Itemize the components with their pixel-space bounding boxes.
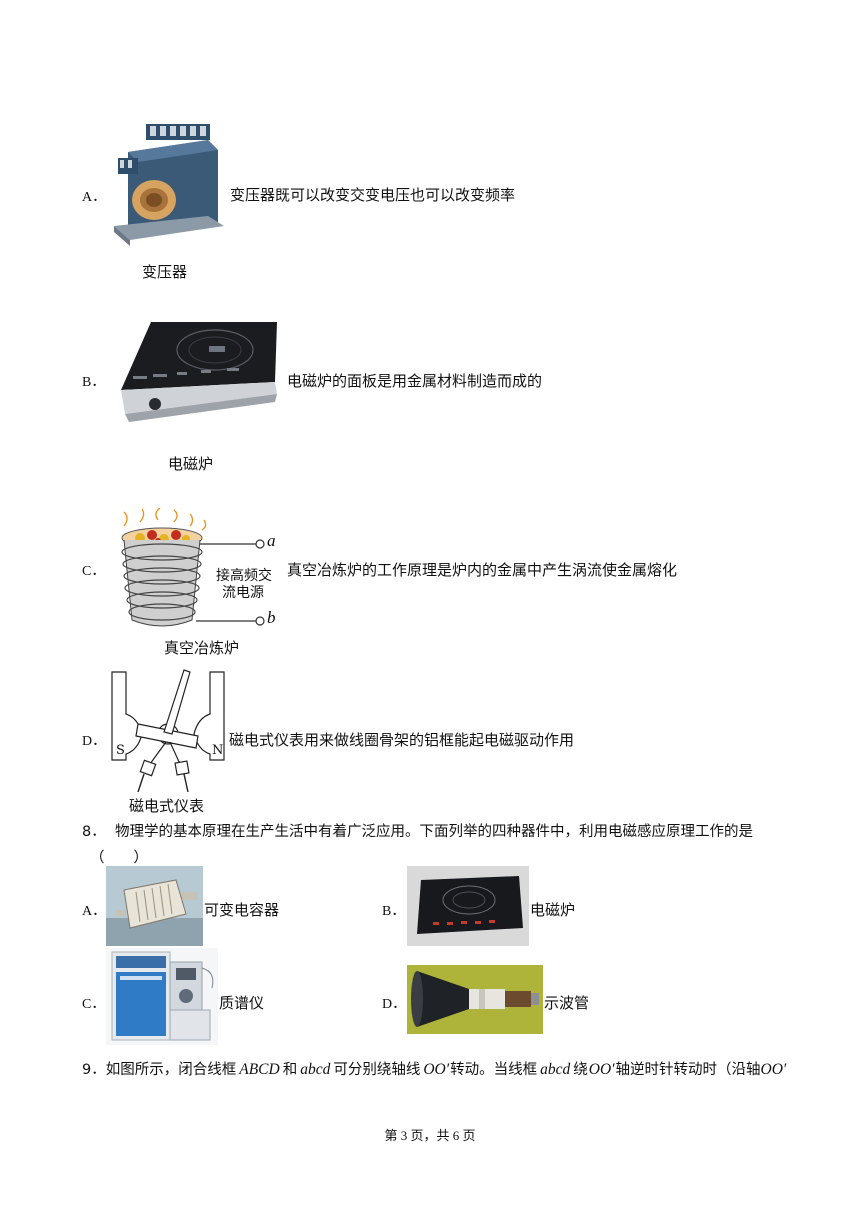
power-source-label-line2: 流电源: [222, 585, 264, 601]
option-a-statement: 变压器既可以改变交变电压也可以改变频率: [230, 186, 516, 204]
q8-option-d-letter: D．: [382, 997, 407, 1012]
south-pole-label: S: [116, 743, 125, 758]
axis-OO-3: OO′: [760, 1061, 787, 1078]
terminal-b-label: b: [267, 608, 276, 627]
q9-text-6: 轴逆时针转动时（沿轴: [615, 1062, 761, 1078]
question-8-number: 8．: [82, 824, 106, 840]
induction-cooker-photo: [407, 866, 529, 946]
induction-cooker-icon: [115, 318, 285, 426]
q8-option-c-label: 质谱仪: [219, 994, 265, 1012]
q9-text-5: 绕: [573, 1062, 588, 1078]
variable-capacitor-photo: [106, 866, 203, 946]
axis-OO-2: OO′: [588, 1061, 615, 1078]
option-c-caption: 真空冶炼炉: [164, 639, 240, 657]
q9-text-2: 和: [282, 1062, 298, 1078]
power-source-label-line1: 接高频交: [216, 568, 272, 584]
terminal-a-label: a: [267, 531, 276, 550]
q9-text-3: 可分别绕轴线: [333, 1062, 421, 1078]
question-9-number: 9．: [82, 1062, 106, 1078]
mass-spectrometer-photo: [106, 948, 218, 1045]
option-d-letter: D．: [82, 734, 107, 749]
frame-abcd-2: abcd: [540, 1061, 571, 1078]
q8-option-b-label: 电磁炉: [530, 901, 576, 919]
q9-text-1: 如图所示，闭合线框: [105, 1062, 237, 1078]
option-b-statement: 电磁炉的面板是用金属材料制造而成的: [287, 372, 543, 390]
option-d-statement: 磁电式仪表用来做线圈骨架的铝框能起电磁驱动作用: [229, 731, 575, 749]
q8-option-a-letter: A．: [82, 904, 107, 919]
axis-OO: OO′: [423, 1061, 450, 1078]
q9-text-4: 转动。当线框: [450, 1062, 538, 1078]
q8-option-d-label: 示波管: [544, 994, 590, 1012]
option-c-statement: 真空冶炼炉的工作原理是炉内的金属中产生涡流使金属熔化: [287, 561, 678, 579]
page-footer: 第 3 页，共 6 页: [384, 1128, 476, 1143]
question-8: 8． 物理学的基本原理在生产生活中有着广泛应用。下面列举的四种器件中，利用电磁感…: [82, 820, 753, 841]
option-c-letter: C．: [82, 564, 106, 579]
oscilloscope-tube-photo: [407, 965, 543, 1034]
frame-ABCD: ABCD: [239, 1061, 280, 1078]
q8-option-c-letter: C．: [82, 997, 106, 1012]
frame-abcd: abcd: [300, 1061, 331, 1078]
option-a-letter: A．: [82, 190, 107, 205]
q8-option-a-label: 可变电容器: [204, 901, 280, 919]
vacuum-furnace-icon: [110, 508, 285, 633]
option-a-caption: 变压器: [142, 263, 188, 281]
moving-coil-meter-icon: [108, 668, 228, 794]
north-pole-label: N: [212, 743, 224, 758]
answer-bracket: （ ）: [90, 850, 148, 866]
q8-option-b-letter: B．: [382, 904, 406, 919]
transformer-icon: [108, 122, 228, 250]
option-d-caption: 磁电式仪表: [129, 797, 205, 815]
option-b-caption: 电磁炉: [168, 455, 214, 473]
option-b-letter: B．: [82, 375, 106, 390]
question-8-text: 物理学的基本原理在生产生活中有着广泛应用。下面列举的四种器件中，利用电磁感应原理…: [114, 824, 753, 840]
